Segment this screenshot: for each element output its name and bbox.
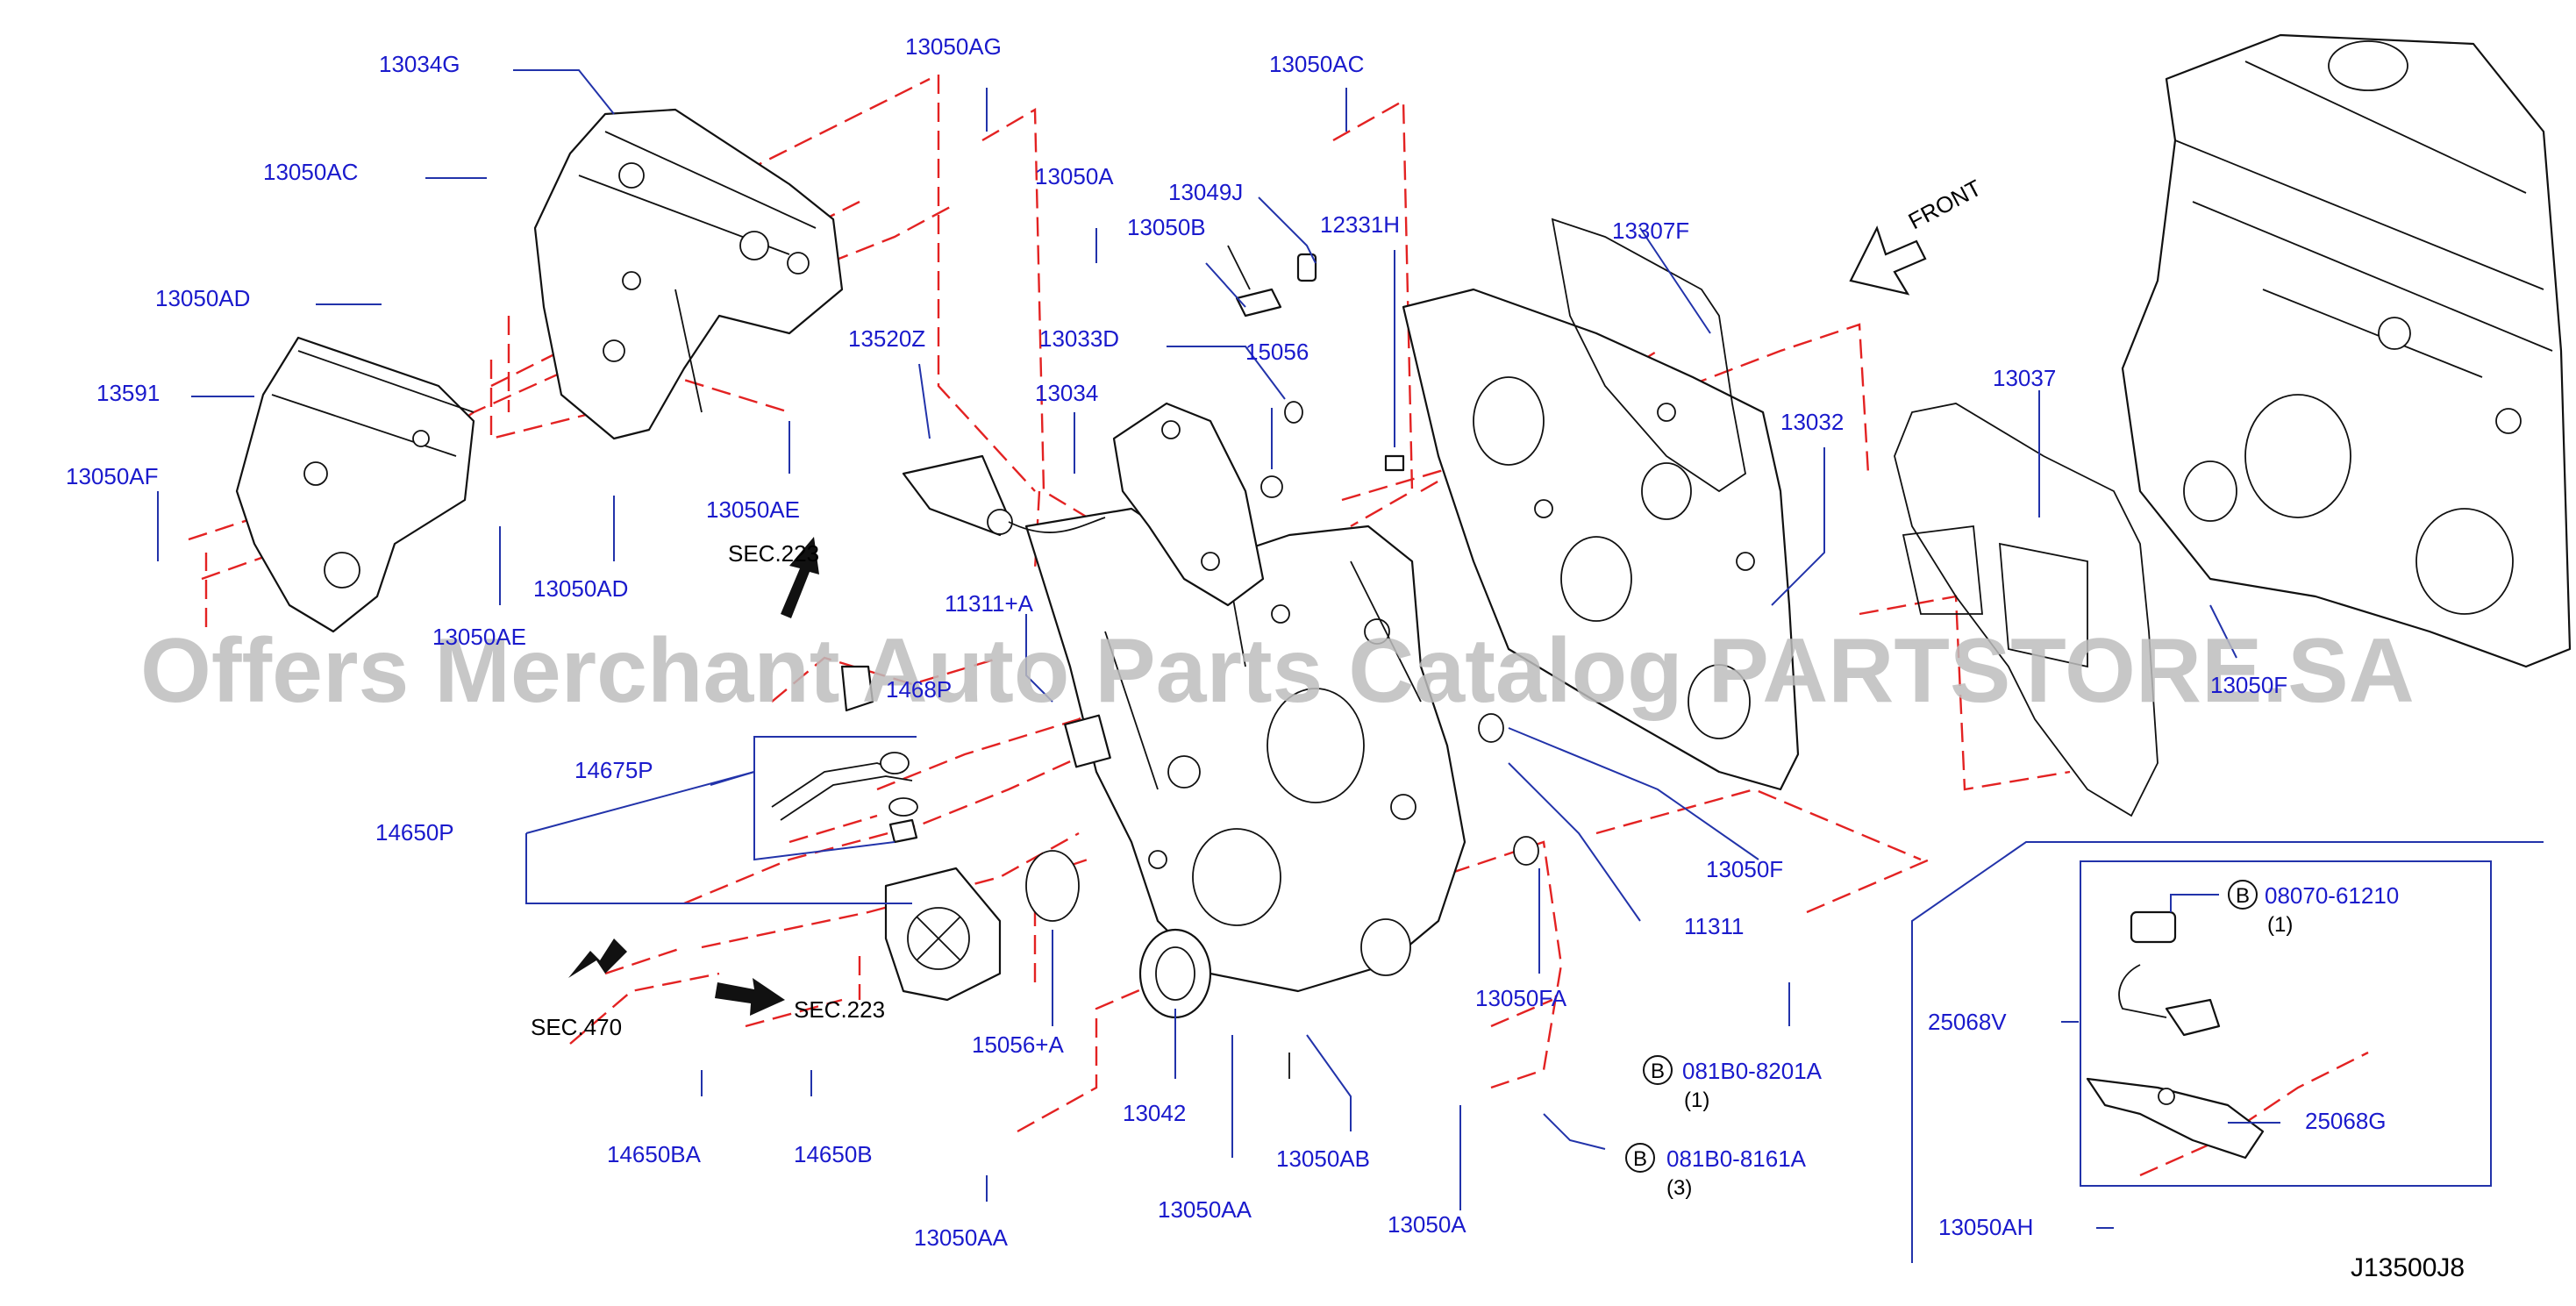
label-25068V: 25068V [1928, 1009, 2007, 1035]
bolt-callout-081B0-8161A: B 081B0-8161A (3) [1625, 1143, 1807, 1200]
part-labels: 13034G 13050AC 13050AD 13591 13050AF 130… [66, 33, 2387, 1251]
label-13307F: 13307F [1612, 218, 1689, 244]
bolt-callout-081B0-8201A: B 081B0-8201A (1) [1643, 1055, 1823, 1112]
bolt-part-08070-61210: 08070-61210 [2265, 882, 2399, 909]
sec-223-upper: SEC.223 [728, 540, 819, 567]
sec-470: SEC.470 [531, 1014, 622, 1040]
chain-cover-upper [533, 108, 844, 440]
section-arrows [568, 537, 819, 1016]
diagram-id: J13500J8 [2351, 1253, 2465, 1282]
bolt-callout-08070-61210: B 08070-61210 (1) [2228, 880, 2399, 937]
bolt-qty-1: (1) [2267, 913, 2293, 937]
bolt-marker-icon [1625, 1143, 1655, 1173]
label-13050AE-lower: 13050AE [432, 624, 526, 650]
arrow-right-icon [715, 978, 785, 1016]
label-25068G: 25068G [2305, 1108, 2387, 1134]
label-13591: 13591 [96, 380, 160, 406]
label-12331H: 12331H [1320, 211, 1400, 238]
section-references: SEC.223 SEC.470 SEC.223 [531, 540, 885, 1040]
label-13050F: 13050F [1706, 856, 1783, 882]
svg-text:B: B [2236, 884, 2250, 908]
bolt-marker-icon [2228, 880, 2258, 910]
label-13050F-right: 13050F [2210, 672, 2287, 698]
bolt-marker-icon [1643, 1055, 1673, 1085]
bolt-qty-2: (1) [1684, 1088, 1709, 1112]
timing-chain-case [1024, 507, 1466, 993]
bracket-13034 [1112, 402, 1265, 607]
label-13050AA-low: 13050AA [914, 1224, 1009, 1251]
label-1468P: 1468P [886, 676, 952, 703]
engine-block [2121, 33, 2572, 668]
label-13050AB: 13050AB [1276, 1145, 1370, 1172]
svg-text:B: B [1633, 1147, 1647, 1171]
label-13049J: 13049J [1168, 179, 1243, 205]
label-13033D: 13033D [1039, 325, 1119, 352]
label-13050FA: 13050FA [1475, 985, 1567, 1011]
label-13520Z: 13520Z [848, 325, 925, 352]
watermark: Offers Merchant Auto Parts Catalog PARTS… [140, 620, 2415, 722]
label-13050AG: 13050AG [905, 33, 1002, 60]
small-parts [771, 245, 1539, 1079]
label-13050B: 13050B [1127, 214, 1206, 240]
label-13050AD-lower: 13050AD [533, 575, 628, 602]
label-14650P: 14650P [375, 819, 454, 846]
label-13032: 13032 [1780, 409, 1844, 435]
sensor-assembly [2086, 910, 2265, 1160]
label-13034: 13034 [1035, 380, 1098, 406]
front-cover-13591 [235, 336, 475, 633]
label-13050A-lower: 13050A [1388, 1211, 1466, 1238]
label-13050AC-left: 13050AC [263, 159, 358, 185]
gasket-13037 [1894, 403, 2159, 817]
label-13034G: 13034G [379, 51, 460, 77]
label-13050AA-mid: 13050AA [1158, 1196, 1252, 1223]
label-15056-A: 15056+A [972, 1031, 1064, 1058]
label-13050AE-upper: 13050AE [706, 496, 800, 523]
label-11311: 11311 [1684, 913, 1744, 939]
front-arrow-icon: FRONT [1849, 175, 1986, 296]
front-label: FRONT [1904, 175, 1986, 235]
label-15056: 15056 [1245, 339, 1309, 365]
label-14650BA: 14650BA [607, 1141, 702, 1167]
bolt-part-081B0-8201A: 081B0-8201A [1682, 1058, 1823, 1084]
sec-223-lower: SEC.223 [794, 996, 885, 1023]
leader-lines [157, 69, 2544, 1263]
label-13050AC-top: 13050AC [1269, 51, 1364, 77]
label-14650B: 14650B [794, 1141, 873, 1167]
label-13050AD-upper: 13050AD [155, 285, 250, 311]
arrow-up-icon [781, 537, 819, 618]
bolt-part-081B0-8161A: 081B0-8161A [1666, 1145, 1807, 1172]
label-13042: 13042 [1123, 1100, 1186, 1126]
svg-text:B: B [1651, 1060, 1665, 1083]
label-14675P: 14675P [574, 757, 653, 783]
arrow-down-left-icon [568, 938, 627, 978]
label-11311-A: 11311+A [945, 590, 1034, 617]
label-13050AF: 13050AF [66, 463, 159, 489]
bolt-qty-3: (3) [1666, 1176, 1692, 1200]
label-13050A-upper: 13050A [1035, 163, 1114, 189]
label-13050AH: 13050AH [1938, 1214, 2033, 1240]
label-13037: 13037 [1993, 365, 2056, 391]
rear-plate-13032 [1402, 288, 1800, 791]
